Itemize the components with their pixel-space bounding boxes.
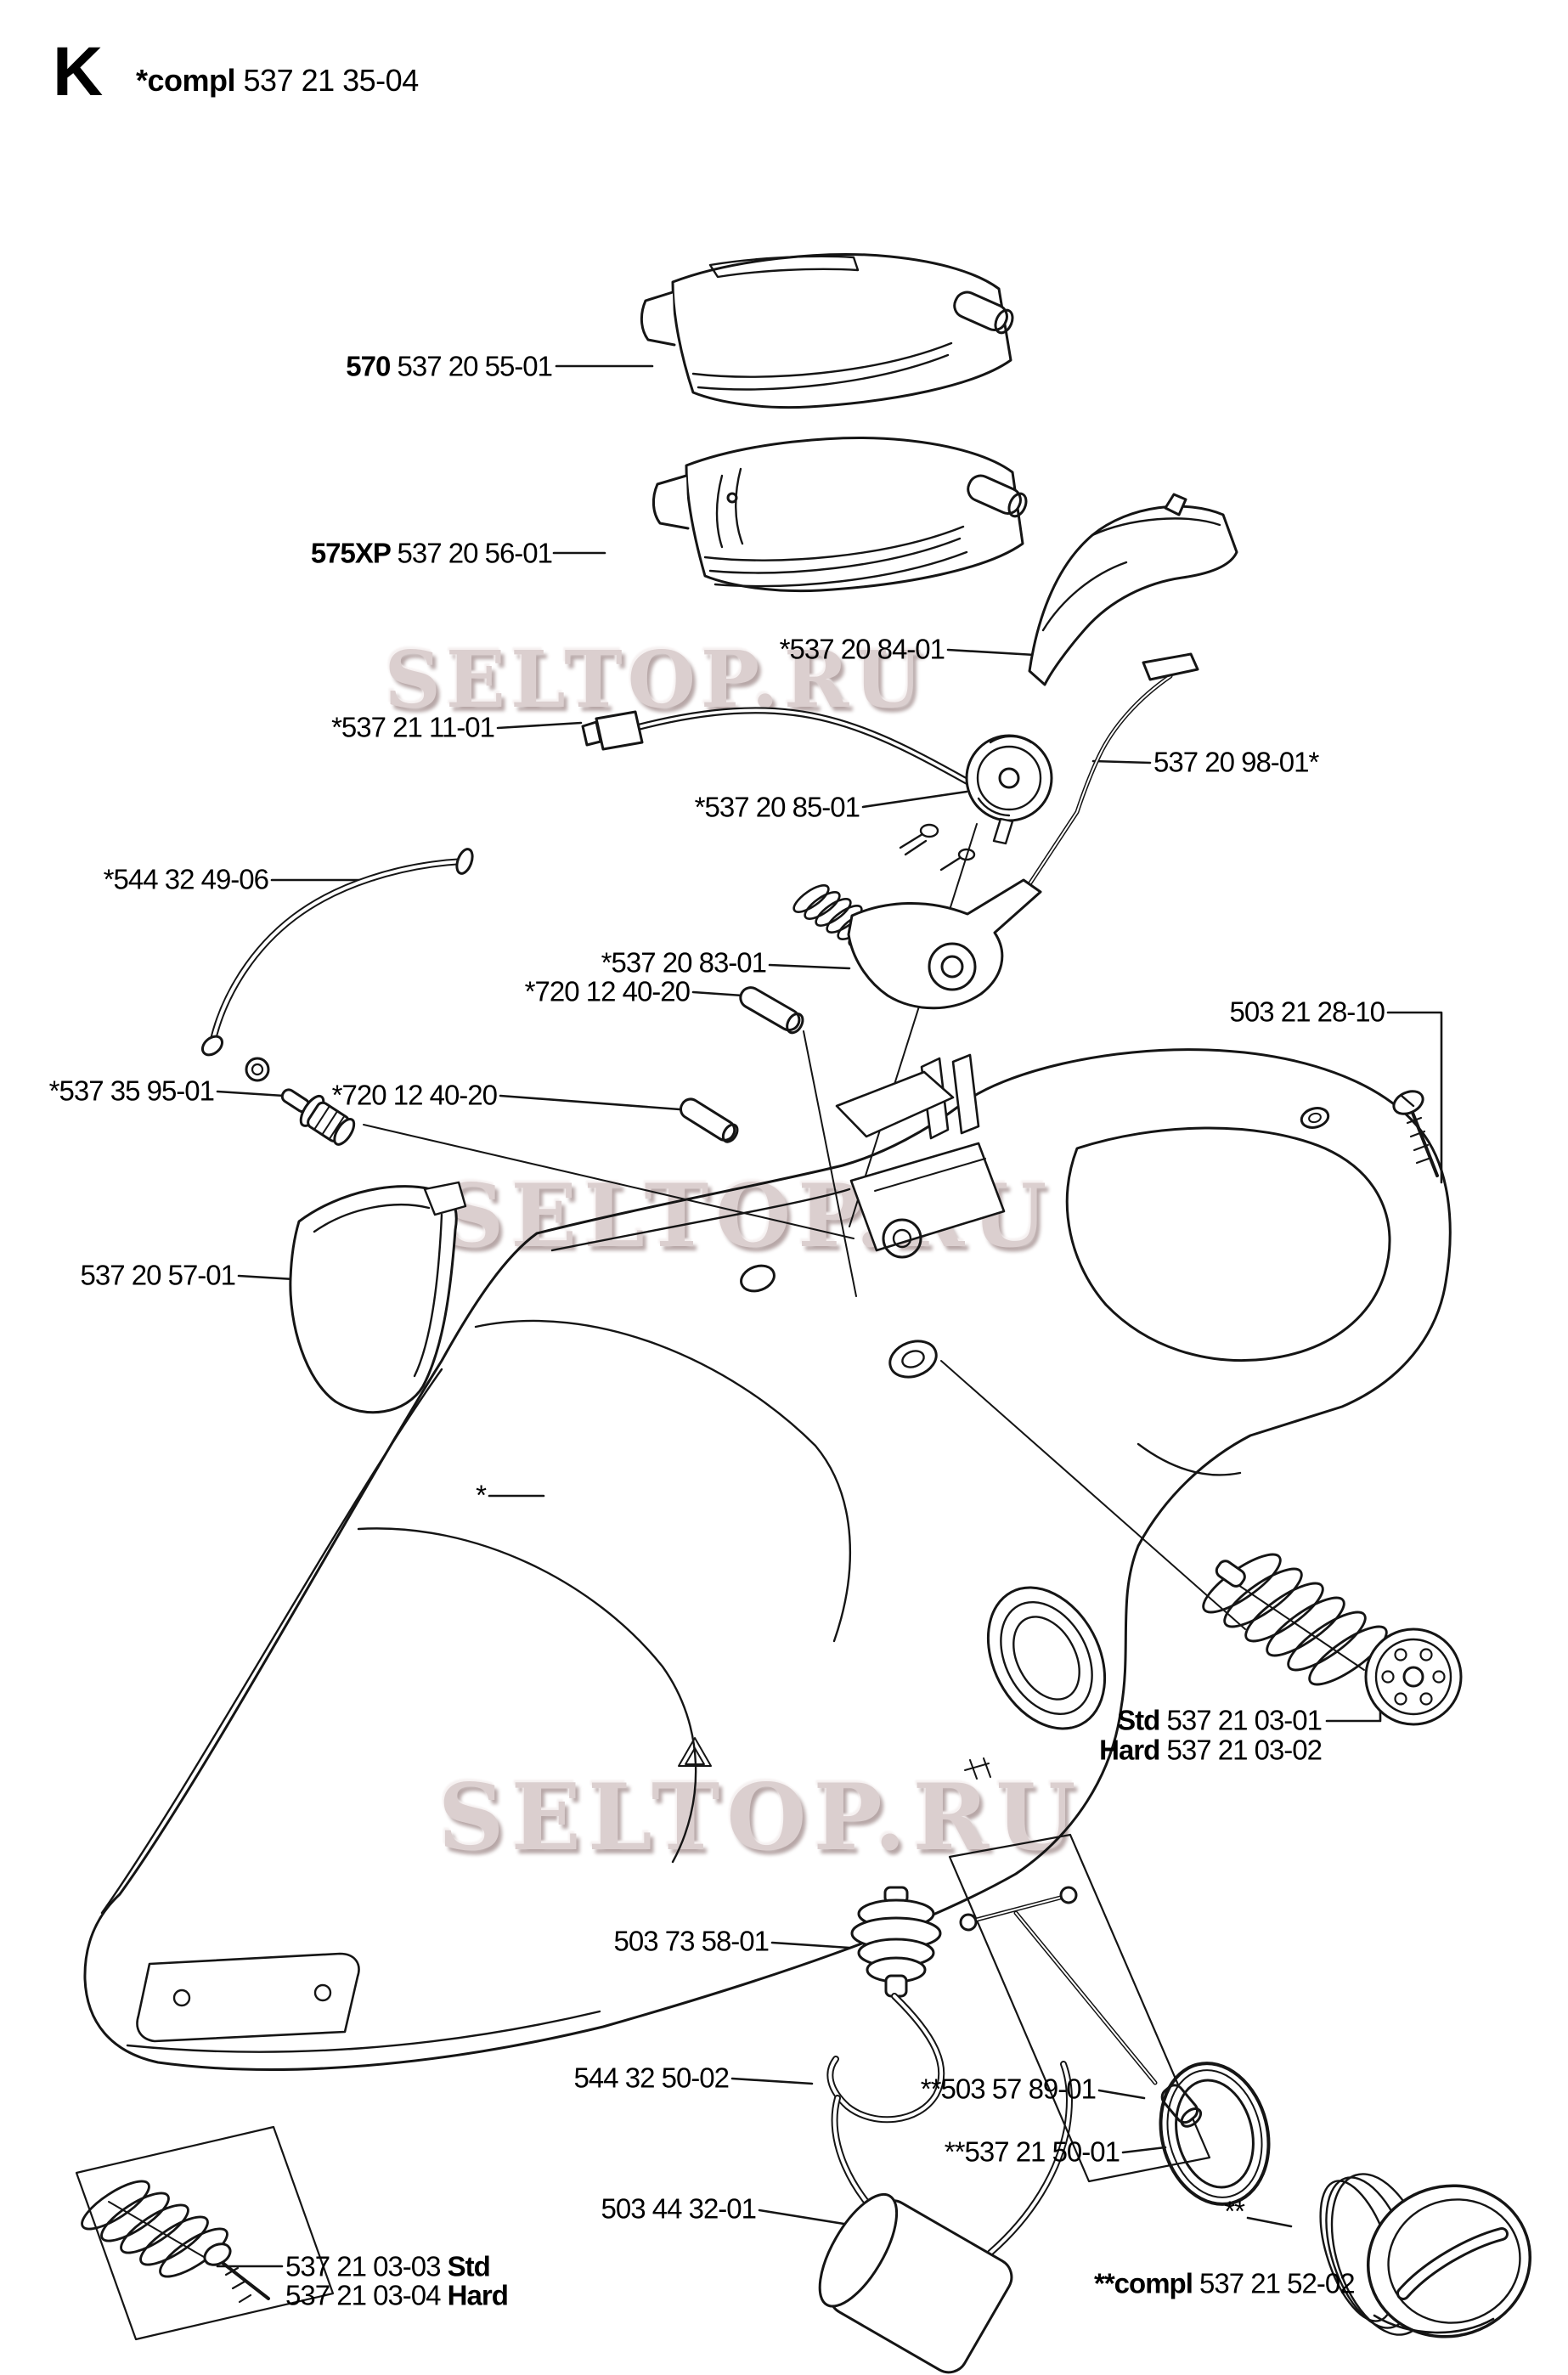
assembly-title-number: 537 21 35-04 [243, 63, 420, 98]
damper-spring-right [1202, 1553, 1463, 1726]
throttle-cable [581, 707, 977, 788]
label-537-20-57-01: 537 20 57-01 [80, 1259, 236, 1291]
label-double-asterisk: ** [1224, 2195, 1245, 2227]
label-537-21-11-01: *537 21 11-01 [331, 711, 495, 743]
label-537-20-83-01: *537 20 83-01 [601, 946, 767, 979]
label-537-20-55-01: 570 537 20 55-01 [346, 350, 553, 382]
hose-ring [245, 1057, 270, 1082]
label-537-21-50-01: **537 21 50-01 [944, 2135, 1120, 2168]
label-544-32-50-02: 544 32 50-02 [573, 2062, 730, 2094]
label-544-32-49-06: *544 32 49-06 [103, 863, 269, 895]
top-cover-570 [640, 253, 1014, 409]
label-537-20-85-01: *537 20 85-01 [694, 791, 860, 823]
label-537-20-56-01: 575XP 537 20 56-01 [310, 537, 553, 569]
label-537-21-03-03-std: 537 21 03-03 Std [285, 2250, 491, 2282]
label-537-20-98-01: 537 20 98-01* [1153, 746, 1319, 778]
label-537-21-52-02-compl: **compl 537 21 52-02 [1094, 2267, 1356, 2299]
mold-mark [964, 1757, 991, 1780]
label-537-21-03-04-hard: 537 21 03-04 Hard [285, 2279, 509, 2311]
throttle-trigger [1028, 493, 1238, 686]
assembly-title: *compl 537 21 35-04 [136, 63, 419, 99]
label-503-44-32-01: 503 44 32-01 [601, 2192, 757, 2225]
label-503-21-28-10: 503 21 28-10 [1229, 996, 1385, 1028]
label-503-57-89-01: **503 57 89-01 [920, 2073, 1097, 2105]
handle-screw [1392, 1090, 1439, 1177]
fuel-hose-grommet [850, 1886, 942, 1998]
pin-1 [739, 986, 804, 1035]
watermark: SELTOP.RU [384, 634, 928, 725]
section-letter: K [53, 33, 104, 110]
label-537-21-03-02-hard: Hard 537 21 03-02 [1099, 1734, 1323, 1766]
recycle-icon [678, 1737, 712, 1767]
throttle-swivel [899, 734, 1053, 872]
assembly-title-bold: *compl [136, 63, 244, 98]
construction-lines [363, 823, 1246, 1630]
label-537-35-95-01: *537 35 95-01 [48, 1075, 215, 1107]
fuel-cap [1319, 2173, 1532, 2338]
label-720-12-40-20-b: *720 12 40-20 [331, 1079, 498, 1111]
label-720-12-40-20-a: *720 12 40-20 [524, 975, 691, 1007]
label-537-20-84-01: *537 20 84-01 [779, 633, 945, 665]
pin-2 [679, 1097, 739, 1143]
cap-o-ring [1159, 2062, 1271, 2206]
label-537-21-03-01-std: Std 537 21 03-01 [1117, 1704, 1323, 1736]
label-asterisk: * [476, 1479, 487, 1511]
cap-retainer [948, 1833, 1211, 2183]
fuel-line-hose [200, 848, 474, 1057]
side-cover [289, 1181, 467, 1414]
damper-spring-left [75, 2125, 335, 2341]
tank-nipple [280, 1088, 356, 1146]
fuel-filter [818, 2192, 1013, 2374]
fuel-tank-body [83, 1048, 1452, 2071]
throttle-lock-lever [847, 878, 1042, 1010]
cover-575xp [652, 437, 1028, 593]
label-503-73-58-01: 503 73 58-01 [613, 1925, 770, 1957]
